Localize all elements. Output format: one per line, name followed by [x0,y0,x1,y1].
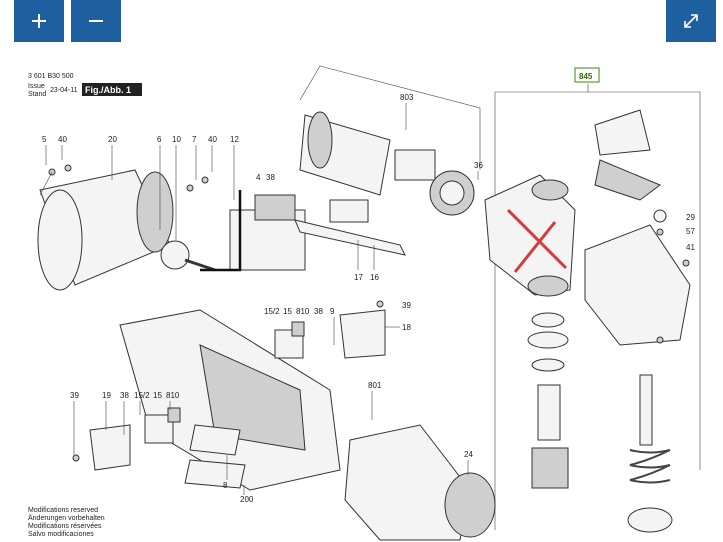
group-845-outline [495,84,701,470]
part-number-8: 8 [223,481,228,490]
part-number-41: 41 [686,243,695,252]
gear-head-part [484,174,576,297]
switch-part [200,190,306,272]
part-number-15-2a: 15/2 [264,307,280,316]
part-number-40b: 40 [208,135,217,144]
footer-line-3: Modifications réservées [28,523,102,530]
zoom-out-button[interactable] [71,0,121,42]
part-number-12: 12 [230,135,239,144]
armature-part [299,111,475,216]
brush-holder-part [144,321,305,444]
part-number-7: 7 [192,135,197,144]
leader-lines [45,103,479,495]
spindle-stack-part [527,312,569,489]
strike-line-2 [513,221,557,273]
armature-box-outline [299,65,481,170]
header-stand-label: Stand [28,91,46,98]
part-number-810a: 810 [296,307,310,316]
footer-line-4: Salvo modificaciones [28,531,94,538]
screw-parts [39,164,690,462]
group-845-label: 845 [579,72,593,81]
part-number-803: 803 [400,93,414,102]
cover-plate-part [89,309,386,471]
footer-line-1: Modifications reserved [28,507,98,514]
header-issue-label: Issue [28,83,45,90]
part-number-6: 6 [157,135,162,144]
fullscreen-button[interactable] [666,0,716,42]
part-number-19: 19 [102,391,111,400]
rear-housing-part [344,424,496,541]
part-number-38c: 38 [120,391,129,400]
header-code: 3 601 B30 500 [28,73,74,80]
clamping-lever-part [594,109,661,201]
footer-line-2: Änderungen vorbehalten [28,514,105,522]
part-number-810b: 810 [166,391,180,400]
zoom-in-button[interactable] [14,0,64,42]
part-number-17: 17 [354,273,363,282]
part-number-200: 200 [240,495,254,504]
expand-arrows-icon [684,14,698,28]
strike-line-1 [506,208,568,270]
label-plate-part [184,424,246,489]
part-number-36: 36 [474,161,483,170]
spring-strip-part [294,199,406,256]
part-number-15a: 15 [283,307,292,316]
part-number-24: 24 [464,450,473,459]
part-number-38b: 38 [314,307,323,316]
part-number-4: 4 [256,173,261,182]
gear-cover-part [584,224,691,346]
part-number-38a: 38 [266,173,275,182]
part-number-20: 20 [108,135,117,144]
part-number-39b: 39 [70,391,79,400]
part-number-16: 16 [370,273,379,282]
part-number-57: 57 [686,227,695,236]
part-number-29: 29 [686,213,695,222]
part-number-801: 801 [368,381,382,390]
part-number-10: 10 [172,135,181,144]
group-845-label-box [574,67,600,83]
minus-icon [89,20,103,22]
fig-label-box [82,83,142,96]
part-number-40a: 40 [58,135,67,144]
part-number-5: 5 [42,135,47,144]
motor-housing-part [37,169,216,291]
spindle-spring-part [627,374,673,533]
part-number-9: 9 [330,307,335,316]
lower-housing-part [119,309,341,491]
plus-icon [32,14,46,28]
part-number-15-2b: 15/2 [134,391,150,400]
header-date: 23-04-11 [50,87,78,94]
part-number-18: 18 [402,323,411,332]
part-number-39a: 39 [402,301,411,310]
fig-label: Fig./Abb. 1 [85,85,131,95]
part-number-15b: 15 [153,391,162,400]
